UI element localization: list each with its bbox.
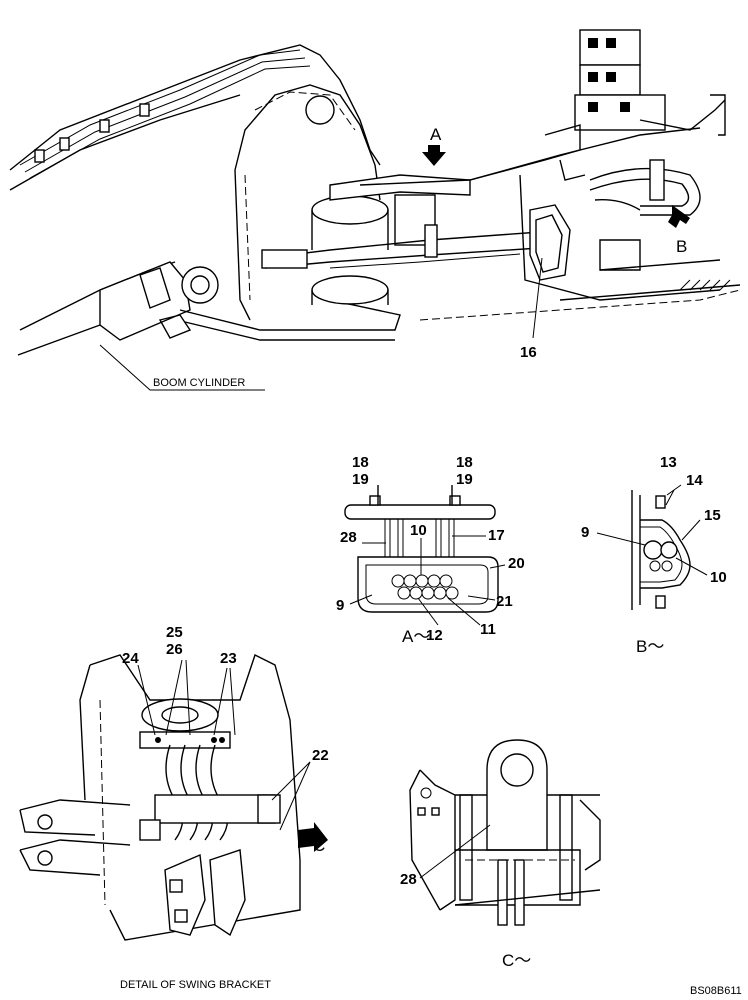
detail-swing-bracket-label: DETAIL OF SWING BRACKET [120,979,271,991]
view-c-caption: C～ [502,951,531,970]
view-arrow-c: C [298,822,328,855]
view-arrow-a-label: A [430,125,442,144]
part-number-25: 25 [166,624,183,641]
part-number-10-b: 10 [710,569,727,586]
view-arrow-a: A [422,125,446,166]
part-number-28-a: 28 [340,529,357,546]
part-number-15: 15 [704,507,721,524]
part-number-17: 17 [488,527,505,544]
view-c-detail [409,739,601,926]
leader-16 [532,257,543,339]
part-number-19-right: 19 [456,471,473,488]
main-assembly-view [9,29,741,356]
part-number-26: 26 [166,641,183,658]
view-arrow-b: B [668,205,690,256]
part-number-16: 16 [520,344,537,361]
view-arrow-c-label: C [313,836,325,855]
part-number-21: 21 [496,593,513,610]
part-number-20: 20 [508,555,525,572]
part-number-9-a: 9 [336,597,344,614]
part-number-23: 23 [220,650,237,667]
view-a-detail [344,485,499,613]
part-number-18-right: 18 [456,454,473,471]
part-number-18-left: 18 [352,454,369,471]
leader-boom-cylinder [99,344,265,391]
part-number-28-c: 28 [400,871,417,888]
part-number-12: 12 [426,627,443,644]
part-number-22: 22 [312,747,329,764]
swing-bracket-detail [19,654,301,941]
view-b-detail [631,490,691,610]
part-number-14: 14 [686,472,703,489]
view-a-caption: A～ [402,627,430,646]
part-number-13: 13 [660,454,677,471]
drawing-code: BS08B611 [690,985,742,997]
part-number-10-a: 10 [410,522,427,539]
part-number-19-left: 19 [352,471,369,488]
view-b-caption: B～ [636,637,664,656]
part-number-24: 24 [122,650,139,667]
view-arrow-b-label: B [676,237,687,256]
part-number-9-b: 9 [581,524,589,541]
part-number-11: 11 [480,621,496,638]
boom-cylinder-label: BOOM CYLINDER [153,377,245,389]
